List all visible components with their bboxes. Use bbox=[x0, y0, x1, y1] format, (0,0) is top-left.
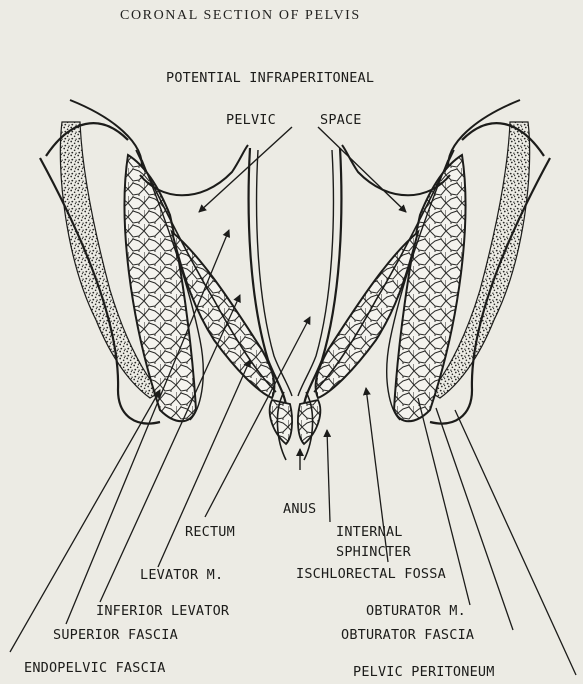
label-pelvic-peritoneum: PELVIC PERITONEUM bbox=[353, 664, 495, 680]
label-potential-infraperitoneal: POTENTIAL INFRAPERITONEAL bbox=[166, 70, 374, 86]
label-ischiorectal-fossa: ISCHLORECTAL FOSSA bbox=[296, 566, 446, 582]
label-inferior-levator: INFERIOR LEVATOR bbox=[96, 603, 229, 619]
leader-obturator-fascia bbox=[436, 408, 513, 630]
label-obturator-fascia: OBTURATOR FASCIA bbox=[341, 627, 474, 643]
label-pelvic: PELVIC bbox=[226, 112, 276, 128]
arrow-pelvic-space-left bbox=[199, 127, 292, 212]
left-pelvic-wall bbox=[40, 100, 292, 460]
label-endopelvic-fascia: ENDOPELVIC FASCIA bbox=[24, 660, 166, 676]
figure-title: CORONAL SECTION OF PELVIS bbox=[120, 8, 361, 24]
leader-internal-sphincter bbox=[327, 430, 330, 522]
right-body-wall-contour bbox=[462, 123, 544, 156]
label-sphincter: SPHINCTER bbox=[336, 544, 411, 560]
label-anus: ANUS bbox=[283, 501, 316, 517]
arrow-pelvic-space-right bbox=[318, 127, 406, 212]
right-pelvic-wall bbox=[298, 100, 550, 460]
label-space: SPACE bbox=[320, 112, 362, 128]
right-internal-sphincter bbox=[298, 400, 320, 444]
label-rectum: RECTUM bbox=[185, 524, 235, 540]
left-body-wall-contour bbox=[46, 123, 128, 156]
label-internal: INTERNAL bbox=[336, 524, 403, 540]
label-superior-fascia: SUPERIOR FASCIA bbox=[53, 627, 178, 643]
label-obturator-m: OBTURATOR M. bbox=[366, 603, 466, 619]
label-levator-m: LEVATOR M. bbox=[140, 567, 223, 583]
left-internal-sphincter bbox=[270, 400, 292, 444]
